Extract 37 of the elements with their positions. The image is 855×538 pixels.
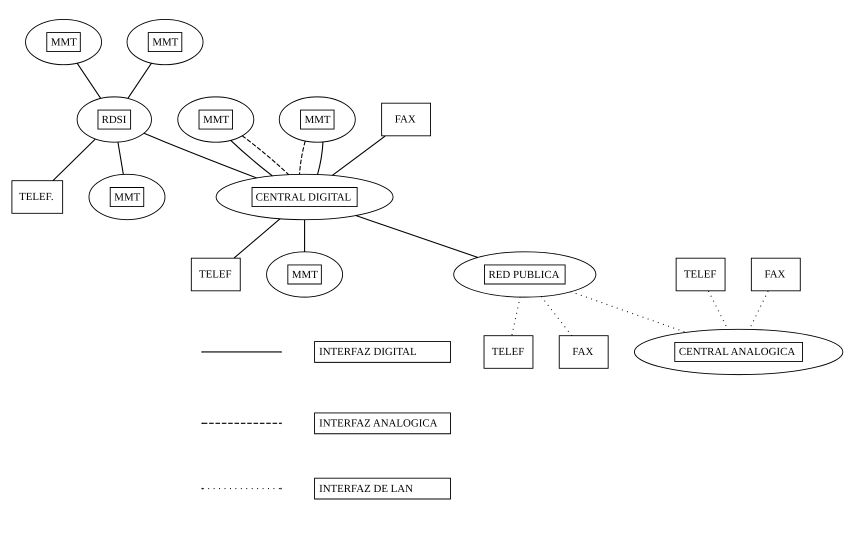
connector [298, 140, 306, 174]
node-ellipse: RDSI [76, 96, 152, 142]
node-box: FAX [750, 257, 801, 291]
connector [234, 218, 281, 258]
connector [316, 141, 324, 174]
connector [332, 135, 386, 176]
connector [242, 134, 290, 175]
node-box: TELEF [190, 257, 241, 291]
node-box: FAX [381, 102, 431, 136]
connector [117, 141, 124, 174]
node-ellipse: MMT [126, 18, 204, 65]
connector [540, 296, 572, 336]
node-ellipse: CENTRAL ANALOGICA [634, 328, 844, 375]
connector [511, 296, 521, 336]
node-ellipse: MMT [25, 18, 102, 65]
connector [76, 62, 102, 98]
legend-label: INTERFAZ ANALOGICA [319, 417, 438, 430]
connector [127, 62, 152, 98]
node-ellipse: MMT [177, 96, 254, 142]
connector [304, 219, 306, 252]
node-box: TELEF. [11, 180, 64, 214]
connector [52, 138, 96, 181]
node-box: FAX [558, 334, 609, 368]
node-ellipse: MMT [88, 173, 166, 220]
connector [355, 214, 478, 258]
connector [570, 290, 686, 332]
connector [144, 132, 258, 178]
node-ellipse: CENTRAL DIGITAL [216, 173, 394, 220]
legend-label: INTERFAZ DIGITAL [319, 346, 417, 358]
node-ellipse: RED PUBLICA [453, 250, 596, 298]
connector [230, 139, 273, 176]
connector [748, 290, 769, 330]
node-ellipse: MMT [278, 96, 356, 142]
node-box: TELEF [676, 257, 726, 291]
node-ellipse: MMT [266, 250, 344, 298]
node-box: TELEF [484, 334, 534, 368]
legend-label: INTERFAZ DE LAN [319, 482, 413, 494]
